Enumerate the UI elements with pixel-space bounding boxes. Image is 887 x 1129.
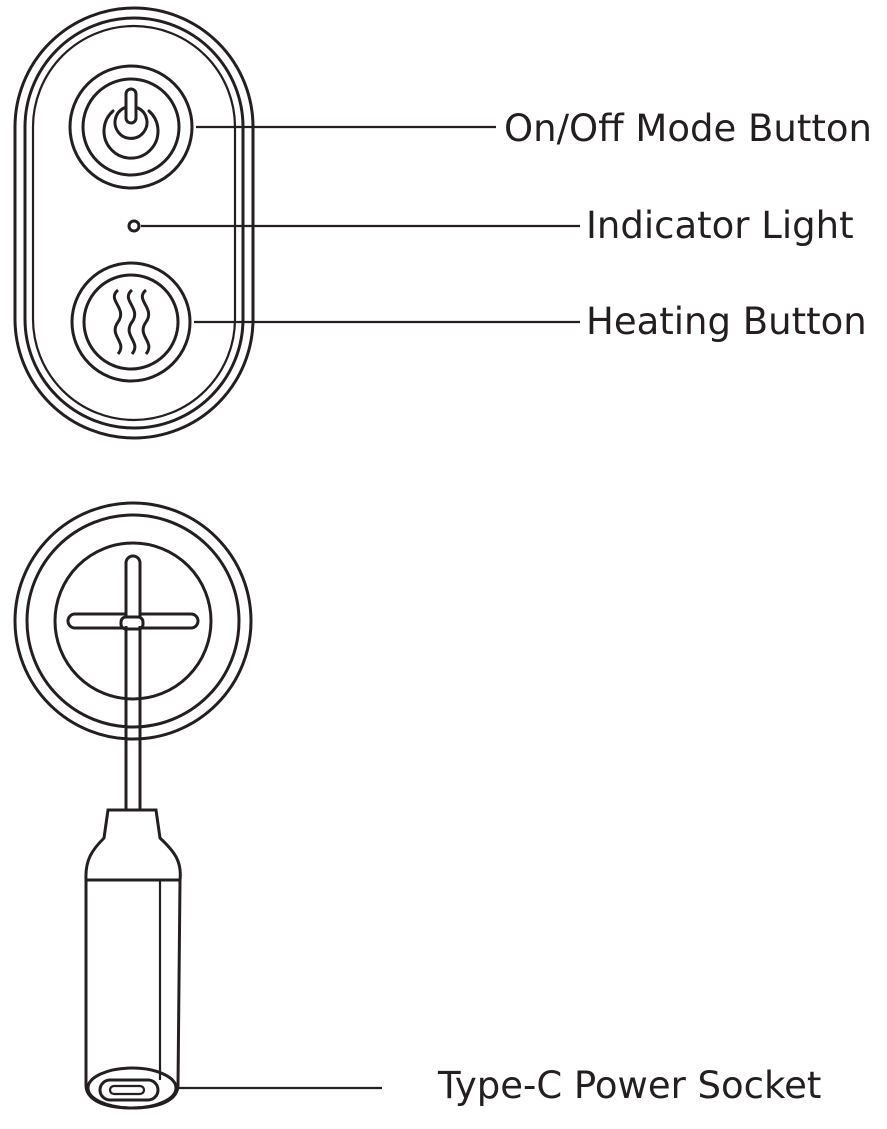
heating-button[interactable] [70, 261, 192, 383]
label-power-button: On/Off Mode Button [504, 107, 872, 150]
cable [124, 626, 142, 810]
type-c-tongue [108, 1084, 146, 1096]
strain-relief [84, 808, 182, 882]
type-c-port [98, 1078, 160, 1102]
pad-disc-inner [53, 541, 213, 701]
controller-body-inset [31, 24, 237, 422]
label-indicator-light: Indicator Light [586, 204, 854, 247]
label-heating-button: Heating Button [586, 300, 867, 343]
controller-body-inner [23, 16, 245, 430]
power-button[interactable] [68, 64, 194, 190]
power-icon [102, 87, 160, 160]
heat-waves-icon [112, 288, 151, 355]
indicator-light [127, 219, 141, 233]
label-power-socket: Type-C Power Socket [437, 1064, 821, 1107]
pad-disc-outer [13, 501, 253, 741]
pad-disc-ring [25, 513, 241, 729]
controller [13, 6, 255, 440]
connector-assembly [13, 501, 253, 1110]
controller-body-outer [13, 6, 255, 440]
type-c-socket [86, 1066, 178, 1110]
